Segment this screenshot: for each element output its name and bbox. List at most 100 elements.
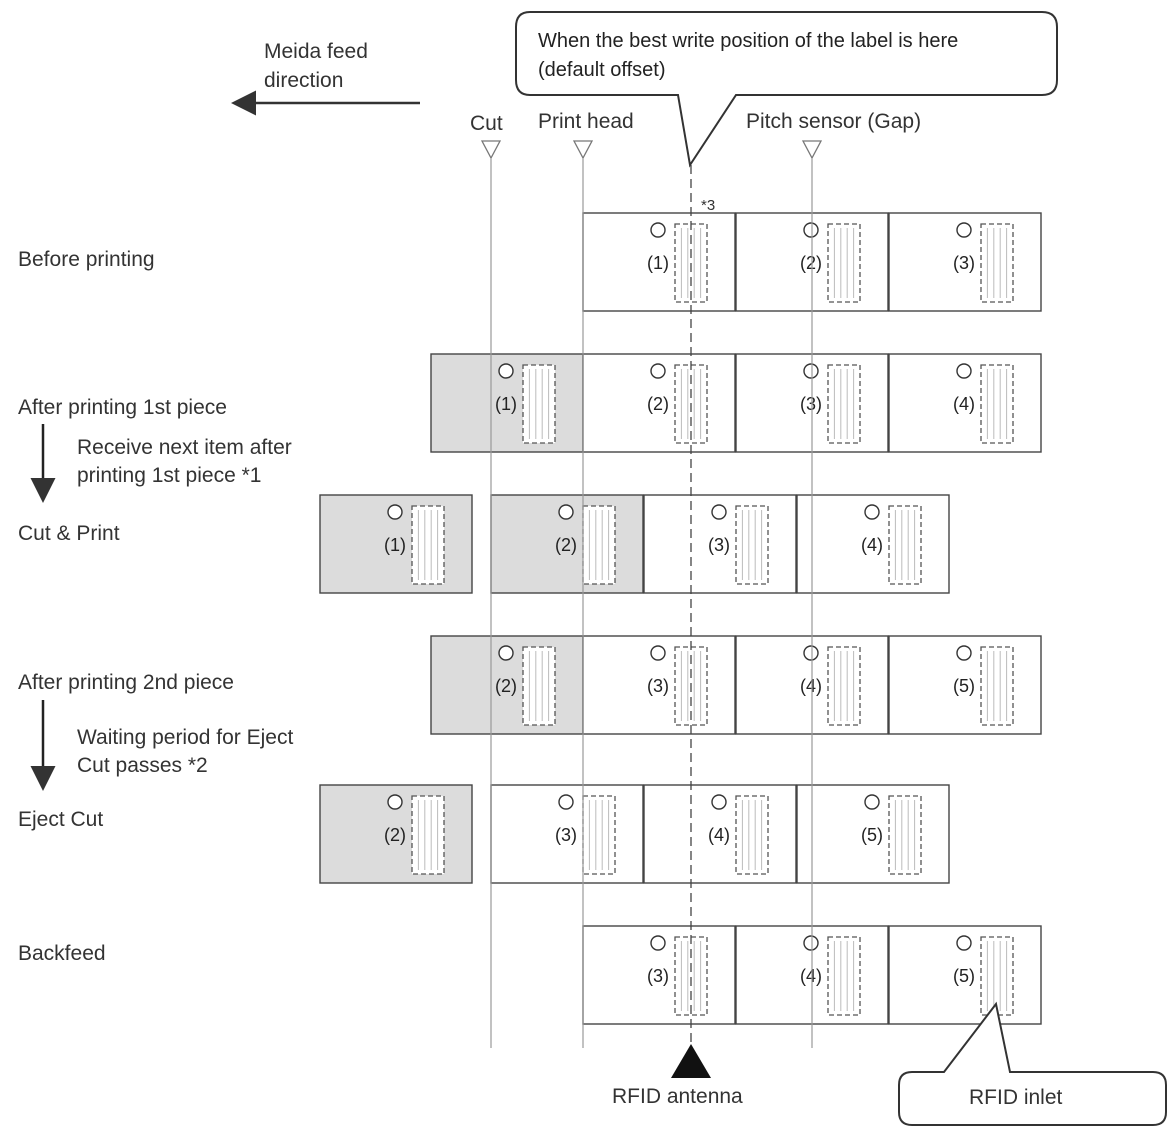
sensor-mark-icon xyxy=(711,794,727,810)
row-labels: Before printing After printing 1st piece… xyxy=(18,248,293,965)
sensor-mark-icon xyxy=(803,935,819,951)
rfid-inlet-icon xyxy=(888,505,922,585)
rfid-inlet-bubble xyxy=(898,1001,1167,1126)
sensor-mark-icon xyxy=(498,363,514,379)
row-label-before-printing: Before printing xyxy=(18,248,155,271)
label-number: (5) xyxy=(953,966,975,986)
label-number: (1) xyxy=(647,253,669,273)
strip-row: (3)(4)(5) xyxy=(582,925,1042,1025)
label-piece: (5) xyxy=(888,925,1042,1025)
label-piece: (3) xyxy=(582,925,736,1025)
label-piece: (3) xyxy=(582,635,736,735)
rfid-inlet-icon xyxy=(888,795,922,875)
label-number: (4) xyxy=(861,535,883,555)
rfid-inlet-icon xyxy=(827,223,861,303)
label-number: (2) xyxy=(800,253,822,273)
label-piece-rect xyxy=(430,635,584,735)
label-piece: (3) xyxy=(643,494,797,594)
sensor-mark-icon xyxy=(956,645,972,661)
label-piece: (2) xyxy=(490,494,644,594)
rfid-inlet-icon xyxy=(827,646,861,726)
sensor-mark-icon xyxy=(650,222,666,238)
label-piece-rect xyxy=(643,494,797,594)
rfid-inlet-label: RFID inlet xyxy=(969,1086,1063,1109)
label-number: (3) xyxy=(800,394,822,414)
label-piece: (1) xyxy=(319,494,473,594)
label-number: (1) xyxy=(384,535,406,555)
sensor-mark-icon xyxy=(558,794,574,810)
row-sublabel-3a: Waiting period for Eject xyxy=(77,726,293,749)
label-piece: (3) xyxy=(888,212,1042,312)
rfid-inlet-icon xyxy=(735,795,769,875)
row-sublabel-1a: Receive next item after xyxy=(77,436,292,459)
row-label-eject-cut: Eject Cut xyxy=(18,808,103,831)
rfid-inlet-icon xyxy=(522,646,556,726)
row-label-after-2nd: After printing 2nd piece xyxy=(18,671,234,694)
strip-row: (2) (3) (4) (5) xyxy=(319,784,950,884)
print-head-marker-icon xyxy=(572,140,594,160)
label-number: (2) xyxy=(647,394,669,414)
sensor-mark-icon xyxy=(864,794,880,810)
sensor-mark-icon xyxy=(711,504,727,520)
row-label-backfeed: Backfeed xyxy=(18,942,106,965)
sensor-mark-icon xyxy=(956,363,972,379)
row-sublabel-1b: printing 1st piece *1 xyxy=(77,464,261,487)
rfid-inlet-icon xyxy=(582,795,616,875)
label-piece: (2) xyxy=(582,353,736,453)
feed-direction-line1: Meida feed xyxy=(264,40,368,63)
row-label-cut-print: Cut & Print xyxy=(18,522,120,545)
label-number: (4) xyxy=(800,676,822,696)
label-number: (2) xyxy=(495,676,517,696)
row-label-after-1st: After printing 1st piece xyxy=(18,396,227,419)
rfid-inlet-icon xyxy=(411,505,445,585)
callout-bubble xyxy=(515,11,1058,168)
sensor-mark-icon xyxy=(956,935,972,951)
label-strips: (1)(2)(3)(1)(2)(3)(4)(1)(2)(3)(4)(2)(3)(… xyxy=(319,212,1042,1025)
sensor-mark-icon xyxy=(650,935,666,951)
label-piece: (5) xyxy=(888,635,1042,735)
print-head-label: Print head xyxy=(538,110,634,133)
guide-lines xyxy=(490,158,813,1048)
rfid-inlet-icon xyxy=(522,364,556,444)
label-piece: (1) xyxy=(430,353,584,453)
strip-row: (1) (2)(3) (4) xyxy=(319,494,950,594)
rfid-inlet-icon xyxy=(735,505,769,585)
column-headers: Cut Print head Pitch sensor (Gap) xyxy=(470,110,921,160)
label-number: (3) xyxy=(647,676,669,696)
cut-marker-icon xyxy=(480,140,502,160)
label-number: (5) xyxy=(953,676,975,696)
rfid-inlet-icon xyxy=(674,936,708,1016)
sensor-mark-icon xyxy=(956,222,972,238)
rfid-antenna-icon xyxy=(671,1044,711,1078)
pitch-sensor-label: Pitch sensor (Gap) xyxy=(746,110,921,133)
label-number: (2) xyxy=(384,825,406,845)
sensor-mark-icon xyxy=(650,645,666,661)
sensor-mark-icon xyxy=(558,504,574,520)
cut-label: Cut xyxy=(470,112,503,135)
callout-default-offset: When the best write position of the labe… xyxy=(515,11,1058,168)
sensor-mark-icon xyxy=(803,645,819,661)
rfid-inlet-icon xyxy=(411,795,445,875)
sensor-mark-icon xyxy=(803,363,819,379)
label-piece: (4) xyxy=(796,494,950,594)
sensor-mark-icon xyxy=(387,794,403,810)
sensor-mark-icon xyxy=(650,363,666,379)
label-piece: (3) xyxy=(490,784,644,884)
label-number: (3) xyxy=(953,253,975,273)
label-number: (1) xyxy=(495,394,517,414)
note-star3: *3 xyxy=(701,197,715,214)
pitch-sensor-marker-icon xyxy=(801,140,823,160)
rfid-inlet-icon xyxy=(827,936,861,1016)
label-piece: (2) xyxy=(319,784,473,884)
strip-row: (1) (2) (3) xyxy=(582,212,1042,312)
callout-line2: (default offset) xyxy=(538,59,665,81)
rfid-inlet-icon xyxy=(980,223,1014,303)
label-number: (5) xyxy=(861,825,883,845)
sensor-mark-icon xyxy=(498,645,514,661)
label-number: (4) xyxy=(708,825,730,845)
rfid-inlet-icon xyxy=(827,364,861,444)
rfid-inlet-icon xyxy=(980,364,1014,444)
rfid-antenna: RFID antenna xyxy=(612,1044,743,1108)
strip-row: (2) (3) (4) (5) xyxy=(430,635,1042,735)
